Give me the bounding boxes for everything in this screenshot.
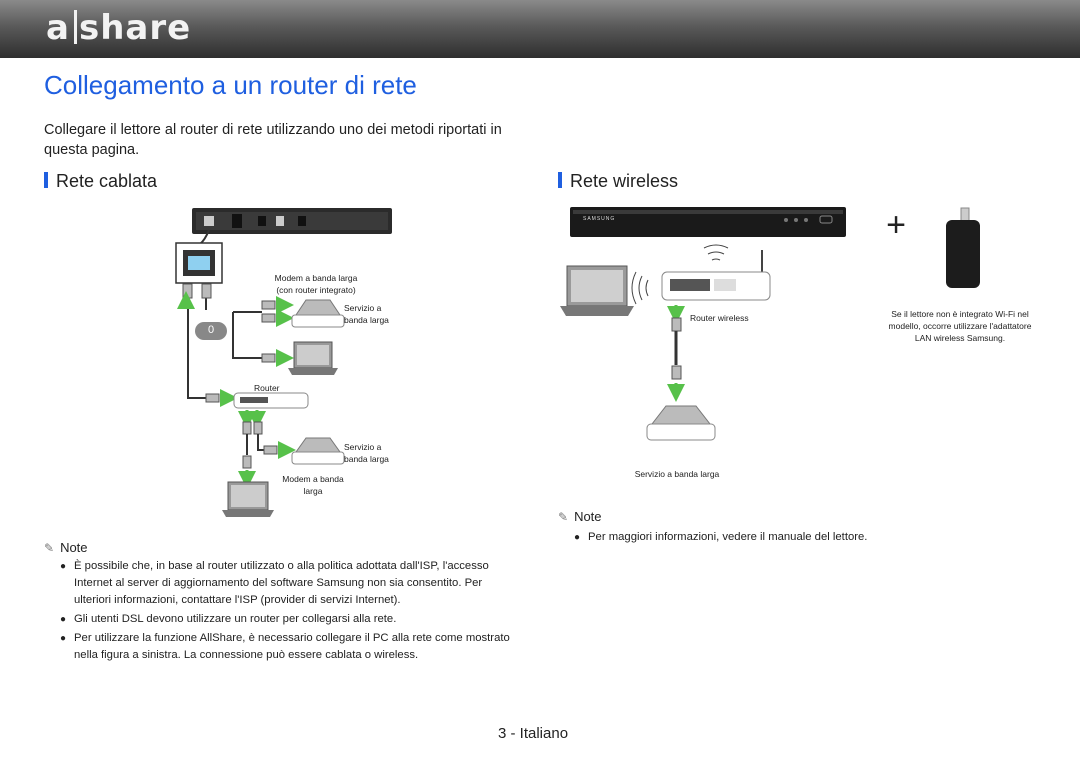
bullet-icon: ● (574, 532, 581, 543)
list-item: ● Per maggiori informazioni, vedere il ma… (574, 529, 1054, 546)
plug-icon (242, 421, 252, 435)
label-service1-line1: Servizio a (344, 303, 382, 313)
modem-icon (646, 405, 716, 441)
label-service1-line2: banda larga (344, 315, 389, 325)
wireless-note-heading-text: Note (574, 509, 602, 524)
plug-icon (261, 313, 276, 323)
cable (257, 434, 264, 451)
logo-prefix: a (46, 8, 70, 48)
wireless-heading: Rete wireless (558, 171, 678, 192)
plus-sign: + (886, 206, 906, 244)
heading-bar-icon (558, 172, 562, 188)
laptop-icon (288, 341, 338, 375)
wired-notes-list: ● È possibile che, in base al router util… (60, 558, 520, 666)
wired-player-back-panel (192, 208, 392, 234)
plug-icon (205, 393, 220, 403)
cable (187, 292, 206, 399)
pencil-icon: ✎ (44, 541, 55, 555)
list-item: ● È possibile che, in base al router util… (60, 558, 520, 609)
label-service2-line1: Servizio a (344, 442, 382, 452)
wifi-signal-icon (631, 244, 729, 305)
label-service1: Servizio a banda larga (344, 302, 389, 326)
list-item: ● Per utilizzare la funzione AllShare, è … (60, 630, 520, 664)
label-modem-line2: larga (303, 486, 323, 496)
label-wireless-router: Router wireless (690, 313, 749, 323)
router-icon (233, 392, 309, 409)
heading-bar-icon (44, 172, 48, 188)
pencil-icon: ✎ (558, 510, 569, 524)
label-router: Router (254, 383, 280, 393)
page-number: 3 - Italiano (498, 725, 569, 742)
plug-icon (263, 445, 278, 455)
label-service2: Servizio a banda larga (344, 441, 389, 465)
laptop-icon (222, 481, 274, 517)
lan-port-zoom (175, 242, 223, 284)
badge-zero (195, 322, 227, 340)
label-modem: Modem a banda larga (280, 473, 346, 497)
player-brand: SAMSUNG (583, 216, 616, 222)
wired-note-2: Gli utenti DSL devono utilizzare un rout… (74, 613, 397, 625)
page-title: Collegamento a un router di rete (44, 70, 417, 100)
bullet-icon: ● (60, 614, 67, 625)
wireless-lan-adapter-icon (946, 207, 980, 288)
adapter-note-line1: Se il lettore non è integrato Wi-Fi nel (891, 309, 1029, 319)
bluray-player-icon (570, 207, 846, 237)
label-modem-router-line2: (con router integrato) (276, 285, 356, 295)
wired-note-heading: ✎ Note (44, 540, 88, 555)
label-service2-line2: banda larga (344, 454, 389, 464)
badge-label: 0 (207, 324, 215, 336)
plug-icon (253, 421, 263, 435)
laptop-icon (560, 265, 634, 316)
plug-icon (671, 365, 682, 380)
label-wireless-service: Servizio a banda larga (634, 469, 720, 479)
wired-heading: Rete cablata (44, 171, 157, 192)
wireless-router-icon (661, 250, 771, 301)
bullet-icon: ● (60, 561, 67, 572)
logo-mark (73, 10, 77, 44)
plug-icon (182, 283, 193, 299)
adapter-note: Se il lettore non è integrato Wi-Fi nel … (880, 308, 1040, 344)
logo-suffix: share (78, 8, 192, 48)
modem-icon (291, 437, 345, 465)
cable (232, 312, 262, 359)
list-item: ● Gli utenti DSL devono utilizzare un rou… (60, 611, 520, 628)
wired-heading-text: Rete cablata (56, 171, 158, 191)
bullet-icon: ● (60, 633, 67, 644)
label-modem-router-line1: Modem a banda larga (274, 273, 358, 283)
label-modem-router: Modem a banda larga (con router integrat… (266, 272, 366, 296)
wired-note-1: È possibile che, in base al router utili… (74, 560, 489, 606)
plug-icon (261, 353, 276, 363)
wireless-heading-text: Rete wireless (570, 171, 679, 191)
modem-router-icon (291, 299, 345, 328)
adapter-note-line3: LAN wireless Samsung. (914, 333, 1006, 343)
intro-text: Collegare il lettore al router di rete u… (44, 122, 502, 158)
plug-icon (671, 317, 682, 332)
wireless-notes-list: ● Per maggiori informazioni, vedere il ma… (574, 529, 1054, 548)
wired-note-heading-text: Note (60, 540, 88, 555)
label-modem-line1: Modem a banda (282, 474, 344, 484)
wireless-note-1: Per maggiori informazioni, vedere il man… (588, 531, 868, 543)
adapter-note-line2: modello, occorre utilizzare l'adattatore (888, 321, 1032, 331)
plug-icon (242, 455, 252, 469)
plug-icon (261, 300, 276, 310)
wired-note-3: Per utilizzare la funzione AllShare, è n… (74, 632, 510, 661)
plug-icon (201, 283, 212, 299)
wireless-note-heading: ✎ Note (558, 509, 602, 524)
